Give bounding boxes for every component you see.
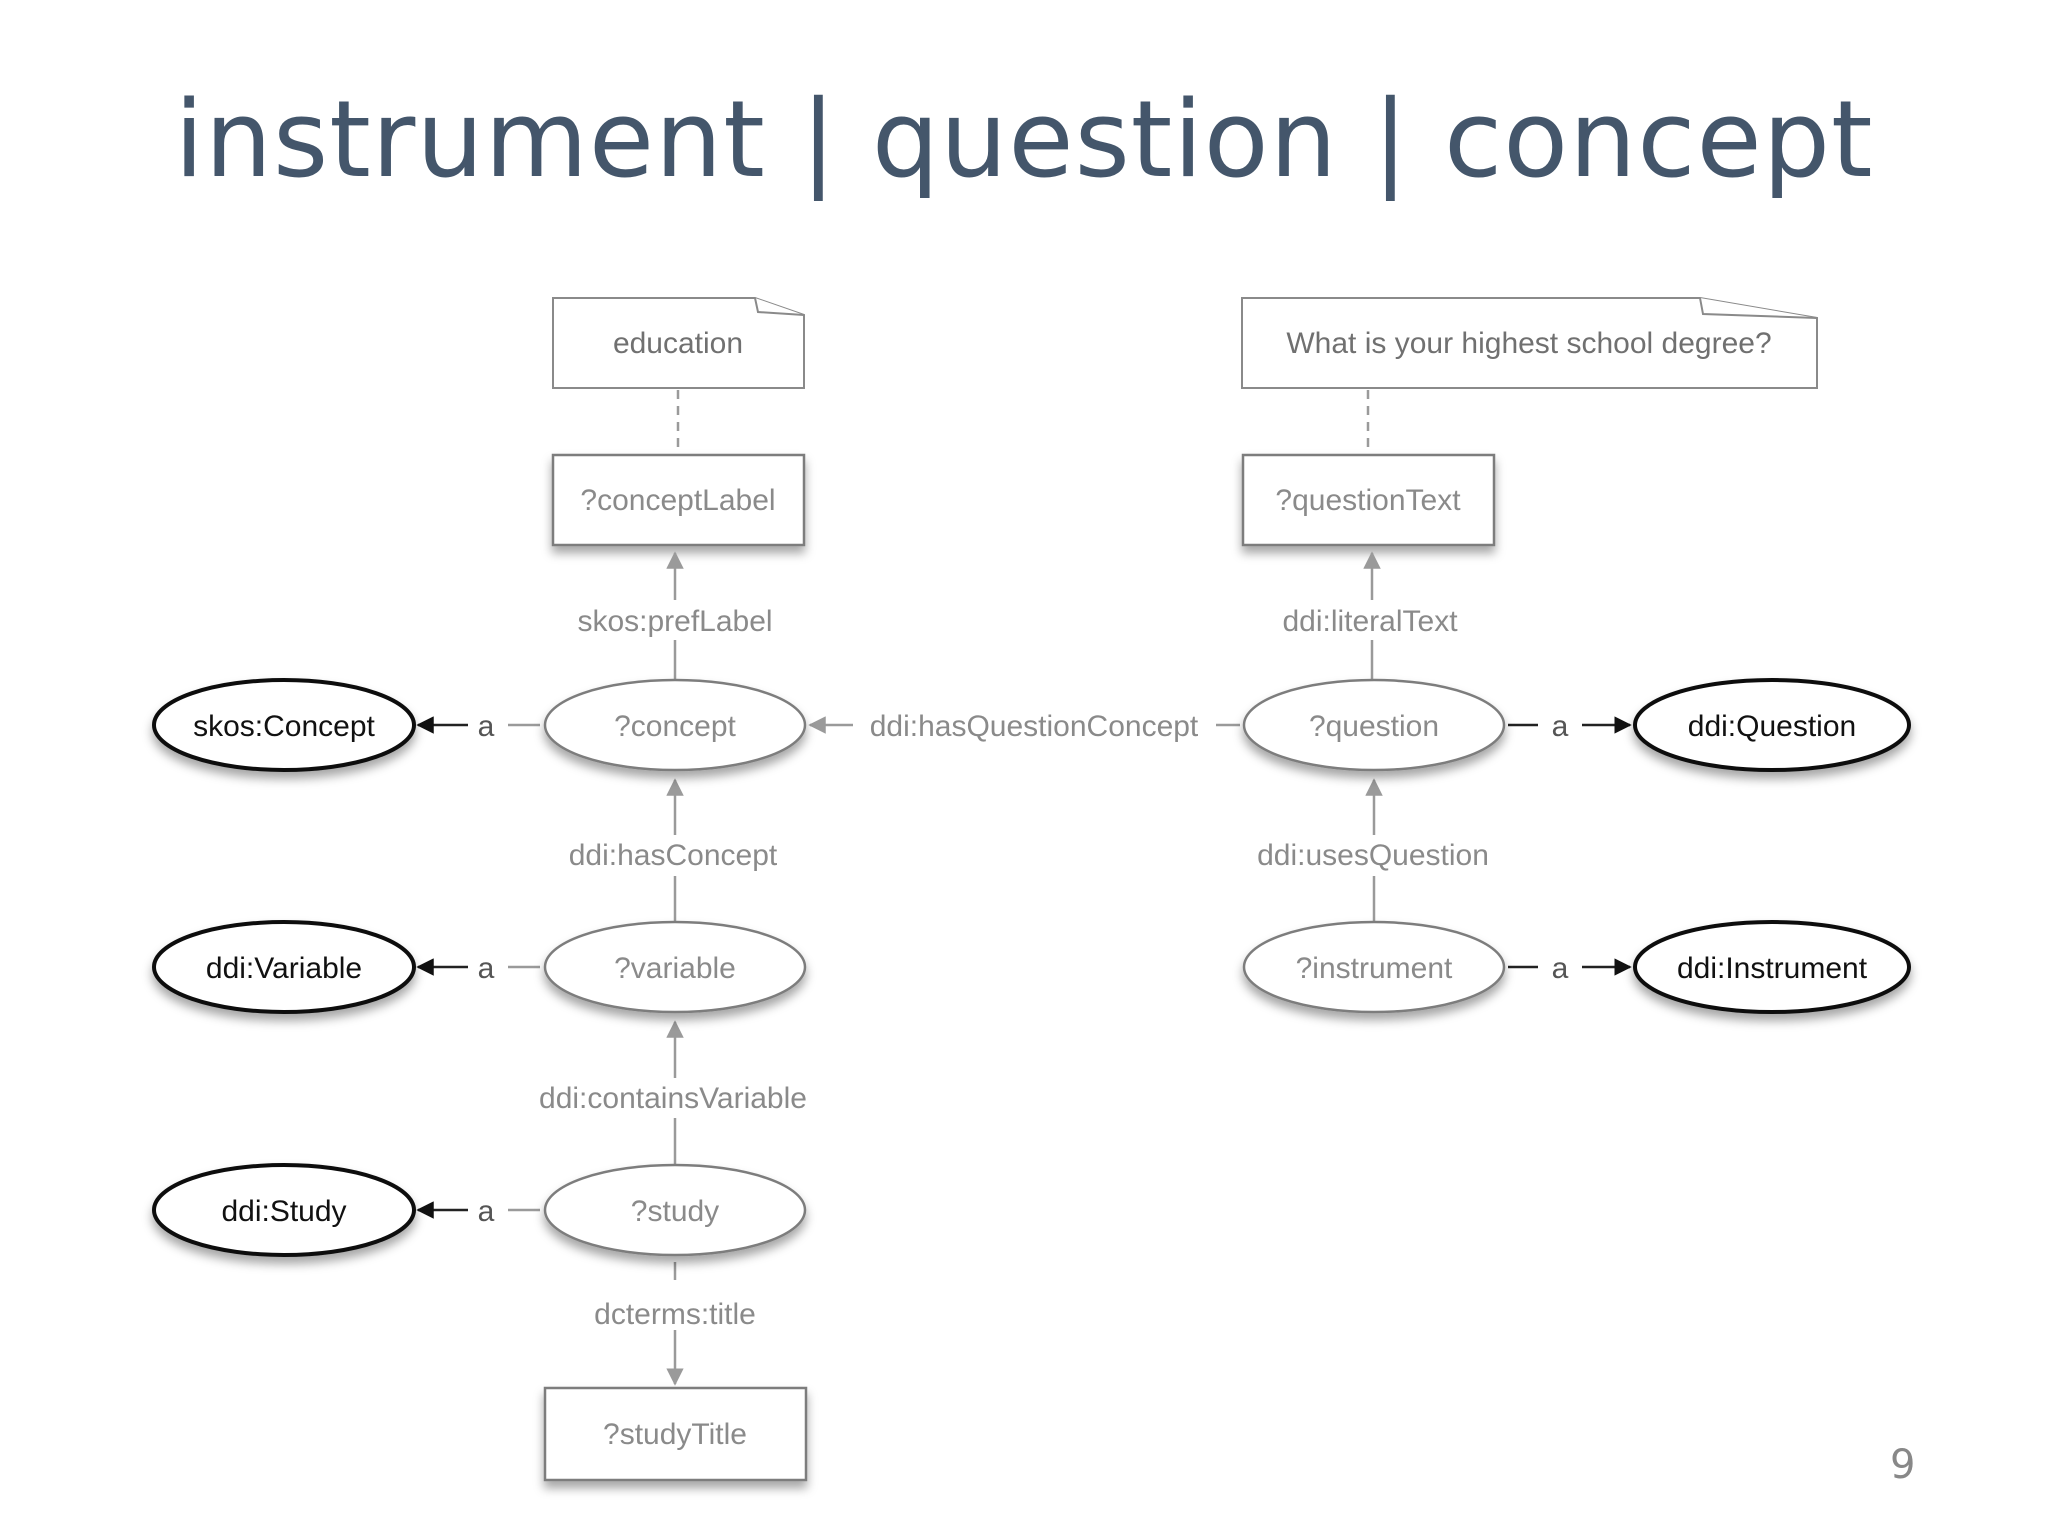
edge-label-contains-variable: ddi:containsVariable — [539, 1082, 807, 1115]
literal-concept-label: ?conceptLabel — [551, 453, 806, 547]
edge-label-has-question-concept: ddi:hasQuestionConcept — [870, 710, 1199, 743]
note-education: education — [552, 297, 805, 389]
edge-label-pref-label: skos:prefLabel — [577, 605, 772, 638]
class-skos-concept: skos:Concept — [152, 678, 416, 772]
slide-title: instrument | question | concept — [174, 78, 1874, 201]
node-concept: ?concept — [543, 678, 807, 772]
edge-label-has-concept: ddi:hasConcept — [569, 839, 778, 872]
type-label-concept: a — [478, 710, 495, 743]
node-question: ?question — [1242, 678, 1506, 772]
node-variable-label: ?variable — [614, 952, 736, 985]
type-label-study: a — [478, 1195, 495, 1228]
note-question-text-text: What is your highest school degree? — [1286, 327, 1771, 360]
node-question-label: ?question — [1309, 710, 1439, 743]
class-ddi-variable-label: ddi:Variable — [206, 952, 362, 985]
node-variable: ?variable — [543, 920, 807, 1014]
edge-label-uses-question: ddi:usesQuestion — [1257, 839, 1489, 872]
literal-concept-label-text: ?conceptLabel — [580, 484, 775, 517]
node-instrument-label: ?instrument — [1296, 952, 1453, 985]
class-skos-concept-label: skos:Concept — [193, 710, 375, 743]
class-ddi-question: ddi:Question — [1633, 678, 1911, 772]
literal-question-text: ?questionText — [1241, 453, 1496, 547]
type-label-variable: a — [478, 952, 495, 985]
type-label-question: a — [1552, 710, 1569, 743]
edge-label-literal-text: ddi:literalText — [1282, 605, 1458, 638]
literal-study-title: ?studyTitle — [543, 1386, 808, 1482]
class-ddi-study-label: ddi:Study — [221, 1195, 346, 1228]
class-ddi-instrument-label: ddi:Instrument — [1677, 952, 1868, 985]
note-question-text: What is your highest school degree? — [1241, 297, 1818, 389]
node-study: ?study — [543, 1163, 807, 1257]
type-label-instrument: a — [1552, 952, 1569, 985]
literal-study-title-text: ?studyTitle — [603, 1418, 747, 1451]
note-education-text: education — [613, 327, 743, 360]
class-ddi-study: ddi:Study — [152, 1163, 416, 1257]
class-ddi-question-label: ddi:Question — [1688, 710, 1856, 743]
class-ddi-instrument: ddi:Instrument — [1633, 920, 1911, 1014]
class-ddi-variable: ddi:Variable — [152, 920, 416, 1014]
page-number: 9 — [1890, 1442, 1916, 1488]
node-instrument: ?instrument — [1242, 920, 1506, 1014]
node-concept-label: ?concept — [614, 710, 736, 743]
edge-label-title: dcterms:title — [594, 1298, 756, 1331]
node-study-label: ?study — [631, 1195, 719, 1228]
literal-question-text-text: ?questionText — [1275, 484, 1461, 517]
